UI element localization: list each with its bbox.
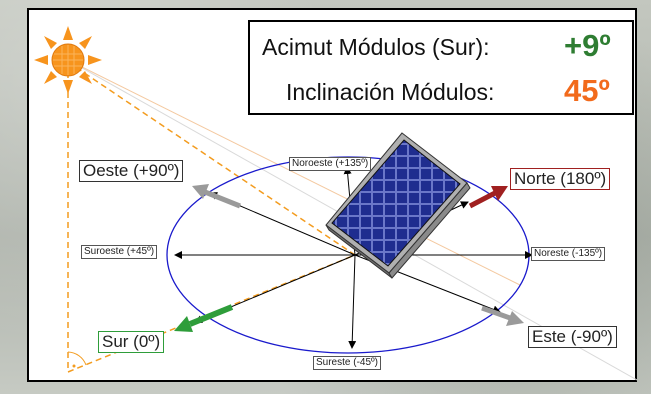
label-sur: Sur (0º) xyxy=(98,331,165,353)
azimuth-label: Acimut Módulos (Sur): xyxy=(262,34,490,60)
arrow-oeste xyxy=(192,184,241,209)
module-info-box: Acimut Módulos (Sur): +9º Inclinación Mó… xyxy=(248,20,634,115)
tilt-row: Inclinación Módulos: 45º xyxy=(250,70,632,110)
tilt-label: Inclinación Módulos: xyxy=(286,79,495,105)
label-este: Este (-90º) xyxy=(528,326,617,348)
azimuth-value: +9º xyxy=(564,28,611,63)
right-angle-arc xyxy=(67,351,87,366)
sun-ray-line xyxy=(67,59,521,286)
label-sureste: Sureste (-45º) xyxy=(313,356,382,370)
right-angle-dot xyxy=(72,364,76,368)
label-oeste: Oeste (+90º) xyxy=(79,160,184,182)
label-noroeste: Noroeste (+135º) xyxy=(289,157,372,171)
arrow-este xyxy=(481,305,524,326)
sun-angle-dashed-line xyxy=(67,61,356,256)
sun-icon xyxy=(34,26,102,94)
axis-line-sureste xyxy=(348,254,357,349)
label-norte: Norte (180º) xyxy=(510,168,611,190)
label-suroeste: Suroeste (+45º) xyxy=(81,245,158,259)
tilt-value: 45º xyxy=(564,73,610,108)
solar-panel-icon xyxy=(325,132,471,279)
arrow-sur xyxy=(174,304,234,332)
azimuth-row: Acimut Módulos (Sur): +9º xyxy=(250,26,632,66)
arrow-norte xyxy=(468,186,508,209)
label-noreste: Noreste (-135º) xyxy=(531,247,606,261)
